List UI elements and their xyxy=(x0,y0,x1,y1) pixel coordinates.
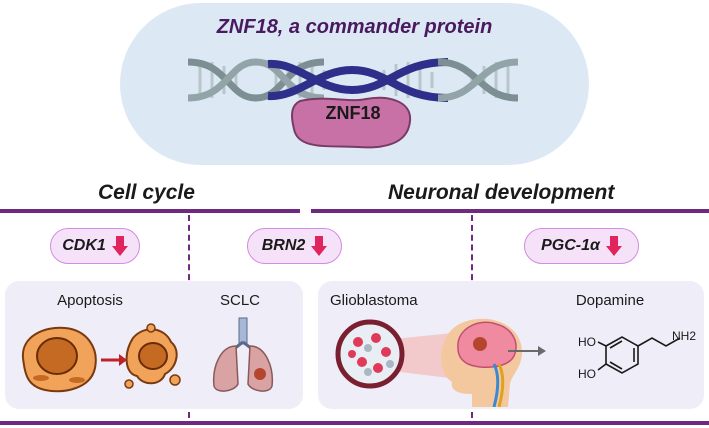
gene-label: PGC-1α xyxy=(541,237,600,254)
down-arrow-icon xyxy=(311,236,328,256)
gene-pill-brn2: BRN2 xyxy=(247,228,342,264)
section-title-neuronal-development: Neuronal development xyxy=(388,181,615,204)
down-arrow-icon xyxy=(111,236,128,256)
dopamine-ho-bottom: HO xyxy=(578,367,596,381)
label-glioblastoma: Glioblastoma xyxy=(330,292,418,309)
label-dopamine: Dopamine xyxy=(575,292,645,309)
label-apoptosis: Apoptosis xyxy=(57,292,123,309)
section-rule-right xyxy=(311,209,709,213)
lungs-icon xyxy=(212,317,274,392)
section-rule-left xyxy=(0,209,300,213)
gene-label: CDK1 xyxy=(62,237,106,254)
glioblastoma-brain-illustration xyxy=(335,318,522,407)
bottom-rule xyxy=(0,421,709,425)
dna-helix-icon xyxy=(188,58,518,102)
dopamine-structure-icon: HO HO NH2 xyxy=(578,329,696,381)
gene-pill-pgc1a: PGC-1α xyxy=(524,228,639,264)
right-arrow-icon xyxy=(508,346,546,356)
label-sclc: SCLC xyxy=(219,292,260,309)
down-arrow-icon xyxy=(605,236,622,256)
diagram-title: ZNF18, a commander protein xyxy=(216,16,493,38)
section-title-cell-cycle: Cell cycle xyxy=(98,181,195,204)
znf18-protein-shape xyxy=(291,96,412,149)
gene-label: BRN2 xyxy=(261,237,306,254)
protein-label: ZNF18 xyxy=(325,103,381,123)
dopamine-ho-top: HO xyxy=(578,335,596,349)
gene-pill-cdk1: CDK1 xyxy=(50,228,140,264)
apoptosis-cell-illustration xyxy=(21,323,181,393)
dopamine-amine: NH2 xyxy=(672,329,696,343)
